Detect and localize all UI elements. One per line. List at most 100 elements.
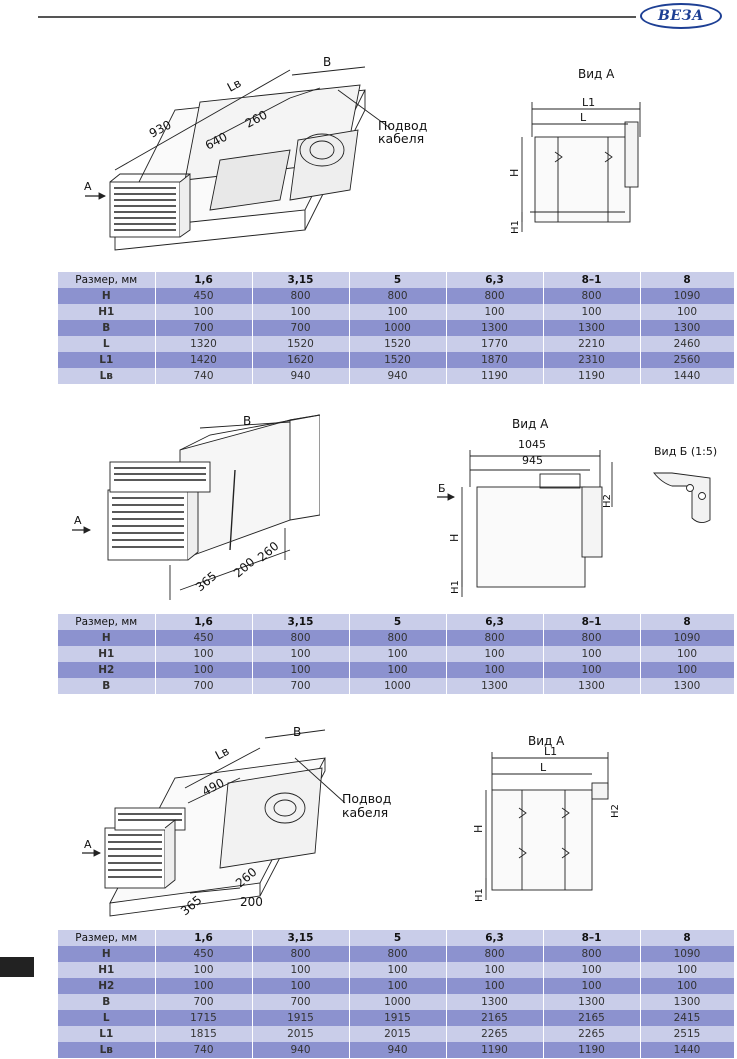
arrow-a-label-2: A — [74, 514, 82, 527]
table-cell: 1440 — [640, 1042, 735, 1058]
dim-b-2: B — [243, 414, 251, 428]
view-a-h1: H1 — [510, 220, 521, 234]
table-cell: 940 — [252, 368, 350, 384]
table-cell: 1190 — [543, 368, 641, 384]
table-row: L 1320 1520 1520 1770 2210 2460 — [58, 336, 735, 352]
callout-line-2: кабеля — [378, 131, 424, 146]
view-a-l1-3: L1 — [544, 745, 557, 758]
table-cell: 100 — [640, 962, 735, 978]
table-cell: 2560 — [640, 352, 735, 368]
table-cell: 940 — [349, 368, 447, 384]
table-row-label: L — [58, 336, 156, 352]
callout-line-1: Подвод — [378, 118, 427, 133]
table-row-label: B — [58, 994, 156, 1010]
table-cell: 800 — [543, 946, 641, 962]
table-cell: 1090 — [640, 288, 735, 304]
logo-text: ВЕЗА — [657, 8, 704, 24]
table-header-cell: 6,3 — [446, 272, 544, 288]
dim-lb: Lв — [225, 76, 244, 95]
table-cell: 100 — [640, 978, 735, 994]
table-cell: 2515 — [640, 1026, 735, 1042]
table-header-cell: 1,6 — [155, 930, 253, 946]
view-a-h1-3: H1 — [474, 888, 485, 902]
table-cell: 700 — [155, 994, 253, 1010]
table-cell: 100 — [252, 304, 350, 320]
table-row-label: H2 — [58, 978, 156, 994]
table-header-cell: Размер, мм — [58, 272, 156, 288]
spec-table-3: Размер, мм 1,6 3,15 5 6,3 8–1 8 H 450 80… — [58, 930, 735, 1058]
page-tab-marker — [0, 957, 34, 977]
table-row: H1 100 100 100 100 100 100 — [58, 304, 735, 320]
table-cell: 2165 — [543, 1010, 641, 1026]
table-header-row: Размер, мм 1,6 3,15 5 6,3 8–1 8 — [58, 930, 735, 946]
view-a-h-2: H — [448, 534, 461, 542]
table-cell: 1915 — [349, 1010, 447, 1026]
table-cell: 450 — [155, 946, 253, 962]
table-row: H 450 800 800 800 800 1090 — [58, 946, 735, 962]
table-cell: 1090 — [640, 946, 735, 962]
view-b-drawing: Вид Б (1:5) — [653, 445, 717, 523]
table-cell: 800 — [446, 946, 544, 962]
dim-200-3: 200 — [240, 895, 263, 909]
table-cell: 800 — [543, 288, 641, 304]
table-cell: 800 — [252, 288, 350, 304]
view-a-h1-2: H1 — [450, 580, 461, 594]
table-cell: 800 — [349, 630, 447, 646]
table-row-label: Lв — [58, 368, 156, 384]
table-header-cell: 8–1 — [543, 930, 641, 946]
table-cell: 100 — [155, 978, 253, 994]
table-cell: 2165 — [446, 1010, 544, 1026]
view-a-h-3: H — [472, 825, 485, 833]
table-cell: 800 — [349, 946, 447, 962]
table-row: L 1715 1915 1915 2165 2165 2415 — [58, 1010, 735, 1026]
table-cell: 2015 — [349, 1026, 447, 1042]
table-header-row: Размер, мм 1,6 3,15 5 6,3 8–1 8 — [58, 614, 735, 630]
table-cell: 1915 — [252, 1010, 350, 1026]
table-cell: 100 — [543, 962, 641, 978]
table-cell: 100 — [446, 646, 544, 662]
table-cell: 1300 — [543, 994, 641, 1010]
table-row-label: B — [58, 678, 156, 694]
table-cell: 100 — [640, 304, 735, 320]
table-row-label: B — [58, 320, 156, 336]
table-cell: 1300 — [640, 320, 735, 336]
dim-b-3: B — [293, 725, 301, 739]
table-row: B 700 700 1000 1300 1300 1300 — [58, 678, 735, 694]
table-row: H 450 800 800 800 800 1090 — [58, 630, 735, 646]
spec-table-2: Размер, мм 1,6 3,15 5 6,3 8–1 8 H 450 80… — [58, 614, 735, 694]
table-cell: 1300 — [640, 678, 735, 694]
table-cell: 740 — [155, 1042, 253, 1058]
table-cell: 1190 — [543, 1042, 641, 1058]
table-row-label: H — [58, 288, 156, 304]
table-header-cell: 1,6 — [155, 272, 253, 288]
table-header-cell: 8 — [640, 930, 735, 946]
table-header-cell: 6,3 — [446, 614, 544, 630]
table-cell: 100 — [543, 662, 641, 678]
table-row-label: H — [58, 946, 156, 962]
dim-b: B — [323, 55, 331, 69]
table-cell: 100 — [446, 662, 544, 678]
table-cell: 1300 — [543, 320, 641, 336]
table-cell: 1190 — [446, 368, 544, 384]
dim-365-3: 365 — [178, 893, 205, 918]
spec-table-1: Размер, мм 1,6 3,15 5 6,3 8–1 8 H 450 80… — [58, 272, 735, 384]
table-cell: 1300 — [543, 678, 641, 694]
table-row: Lв 740 940 940 1190 1190 1440 — [58, 368, 735, 384]
dim-945: 945 — [522, 454, 543, 467]
header-rule — [38, 16, 636, 18]
arrow-b-label: Б — [438, 482, 446, 495]
table-row: B 700 700 1000 1300 1300 1300 — [58, 320, 735, 336]
table-cell: 1520 — [252, 336, 350, 352]
table-cell: 100 — [155, 646, 253, 662]
table-cell: 100 — [155, 662, 253, 678]
view-a-l1: L1 — [582, 96, 595, 109]
table-cell: 1715 — [155, 1010, 253, 1026]
table-row-label: H1 — [58, 646, 156, 662]
table-header-cell: 5 — [349, 272, 447, 288]
table-header-cell: 1,6 — [155, 614, 253, 630]
view-a-h2-3: H2 — [610, 804, 621, 818]
table-row: B 700 700 1000 1300 1300 1300 — [58, 994, 735, 1010]
table-cell: 1520 — [349, 352, 447, 368]
callout-line-1-3: Подвод — [342, 791, 391, 806]
view-a-drawing-2: Вид А 1045 945 Б H H1 H2 — [437, 417, 613, 597]
